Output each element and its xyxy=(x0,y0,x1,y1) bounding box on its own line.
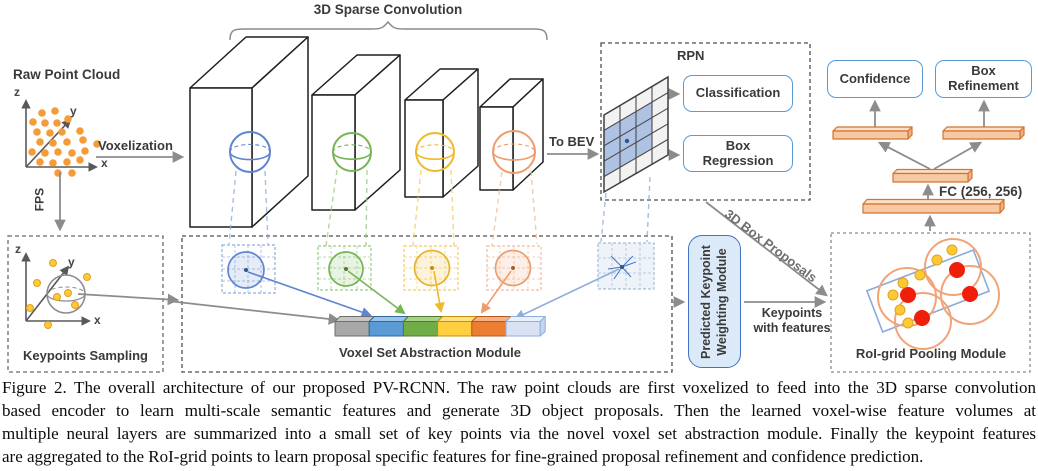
slab-middle xyxy=(892,168,973,183)
roi-pooling-box xyxy=(830,232,1031,373)
bar-yellow xyxy=(437,316,478,337)
box-regression-box: Box Regression xyxy=(683,135,793,172)
keypoints-sphere xyxy=(46,274,86,314)
point-cloud-dots xyxy=(28,107,101,177)
keypoints-sampling-label: Keypoints Sampling xyxy=(23,348,148,363)
architecture-diagram xyxy=(7,20,1031,373)
projection-lines xyxy=(228,169,651,247)
bar-gray xyxy=(334,316,375,337)
rpn-box xyxy=(600,42,811,201)
keypoints-to-vsa-arrow xyxy=(77,293,180,306)
to-bev-label: To BEV xyxy=(549,134,595,149)
vsa-grid-orange xyxy=(480,245,542,314)
vsa-module-label: Voxel Set Abstraction Module xyxy=(338,345,522,360)
caption-line-1: Figure 2. The overall architecture of ou… xyxy=(2,378,1036,397)
bar-lightblue xyxy=(505,316,546,337)
sphere-orange xyxy=(492,130,536,174)
sphere-yellow xyxy=(415,132,455,172)
keypoints-with-features-label: Keypoints with features xyxy=(753,306,831,335)
keypoint-feature-bar xyxy=(334,316,546,337)
sparse-conv-brace xyxy=(229,20,548,41)
fc-slabs xyxy=(832,126,1025,214)
bar-orange xyxy=(471,316,512,337)
bar-green xyxy=(402,316,444,337)
conv-block-4 xyxy=(479,78,544,191)
keypoints-sampling-box xyxy=(7,235,164,373)
caption-line-2: based encoder to learn multi-scale seman… xyxy=(2,401,1036,420)
figure-caption: Figure 2. The overall architecture of ou… xyxy=(2,376,1036,468)
slab-right xyxy=(942,126,1025,140)
raw-point-cloud-axes xyxy=(21,99,98,172)
caption-line-3: multiple neural layers are summarized in… xyxy=(2,424,1036,443)
roi-grid-points xyxy=(900,262,978,326)
voxelization-label: Voxelization xyxy=(98,138,173,153)
box-proposals-arrow xyxy=(705,201,828,297)
bar-blue xyxy=(368,316,409,337)
conv-block-3 xyxy=(404,68,479,198)
classification-box: Classification xyxy=(683,75,793,112)
axis-z-label: z xyxy=(14,85,20,99)
pkw-module-box: Predicted Keypoint Weighting Module xyxy=(688,235,741,368)
fps-label: FPS xyxy=(32,187,47,212)
sphere-blue xyxy=(229,131,271,173)
conv-blocks xyxy=(189,36,544,228)
dashed-module-borders xyxy=(7,42,1031,373)
box-refinement-box: Box Refinement xyxy=(935,60,1032,98)
roi-pooling-content xyxy=(865,238,1000,350)
voxel-spheres xyxy=(229,130,536,174)
keypoint-dots xyxy=(26,259,91,329)
slab-bottom xyxy=(862,198,1005,214)
confidence-label: Confidence xyxy=(839,70,911,86)
axis-z2-label: z xyxy=(15,242,21,256)
bev-interpolation-star xyxy=(607,255,637,280)
vsa-grid-blue xyxy=(221,244,372,318)
vsa-grid-bev xyxy=(514,242,655,320)
axis-x2-label: x xyxy=(94,313,101,327)
axis-x-label: x xyxy=(101,156,108,170)
flow-arrows xyxy=(54,88,990,325)
rpn-bev-grid xyxy=(603,75,669,194)
sphere-green xyxy=(332,132,372,172)
classification-label: Classification xyxy=(695,85,781,101)
confidence-box: Confidence xyxy=(827,60,923,98)
axis-y2-label: y xyxy=(68,255,75,269)
box-regression-label: Box Regression xyxy=(702,137,774,168)
vsa-grids xyxy=(221,242,655,320)
axis-y-label: y xyxy=(70,104,77,118)
slab-left xyxy=(832,126,913,140)
box-refinement-label: Box Refinement xyxy=(948,63,1019,93)
pkw-module-label: Predicted Keypoint Weighting Module xyxy=(698,244,729,359)
vsa-module-box xyxy=(181,235,673,373)
raw-point-cloud-label: Raw Point Cloud xyxy=(13,67,121,82)
fc-label: FC (256, 256) xyxy=(939,184,1023,199)
conv-block-1 xyxy=(189,36,309,228)
roi-module-label: RoI-grid Pooling Module xyxy=(855,346,1007,361)
rpn-label: RPN xyxy=(677,48,705,63)
sparse-conv-label: 3D Sparse Convolution xyxy=(313,2,463,17)
vsa-grid-green xyxy=(317,245,406,315)
roi-keypoints xyxy=(887,244,958,329)
vsa-grid-yellow xyxy=(403,245,459,314)
caption-line-4: are aggregated to the RoI-grid points to… xyxy=(2,447,924,466)
